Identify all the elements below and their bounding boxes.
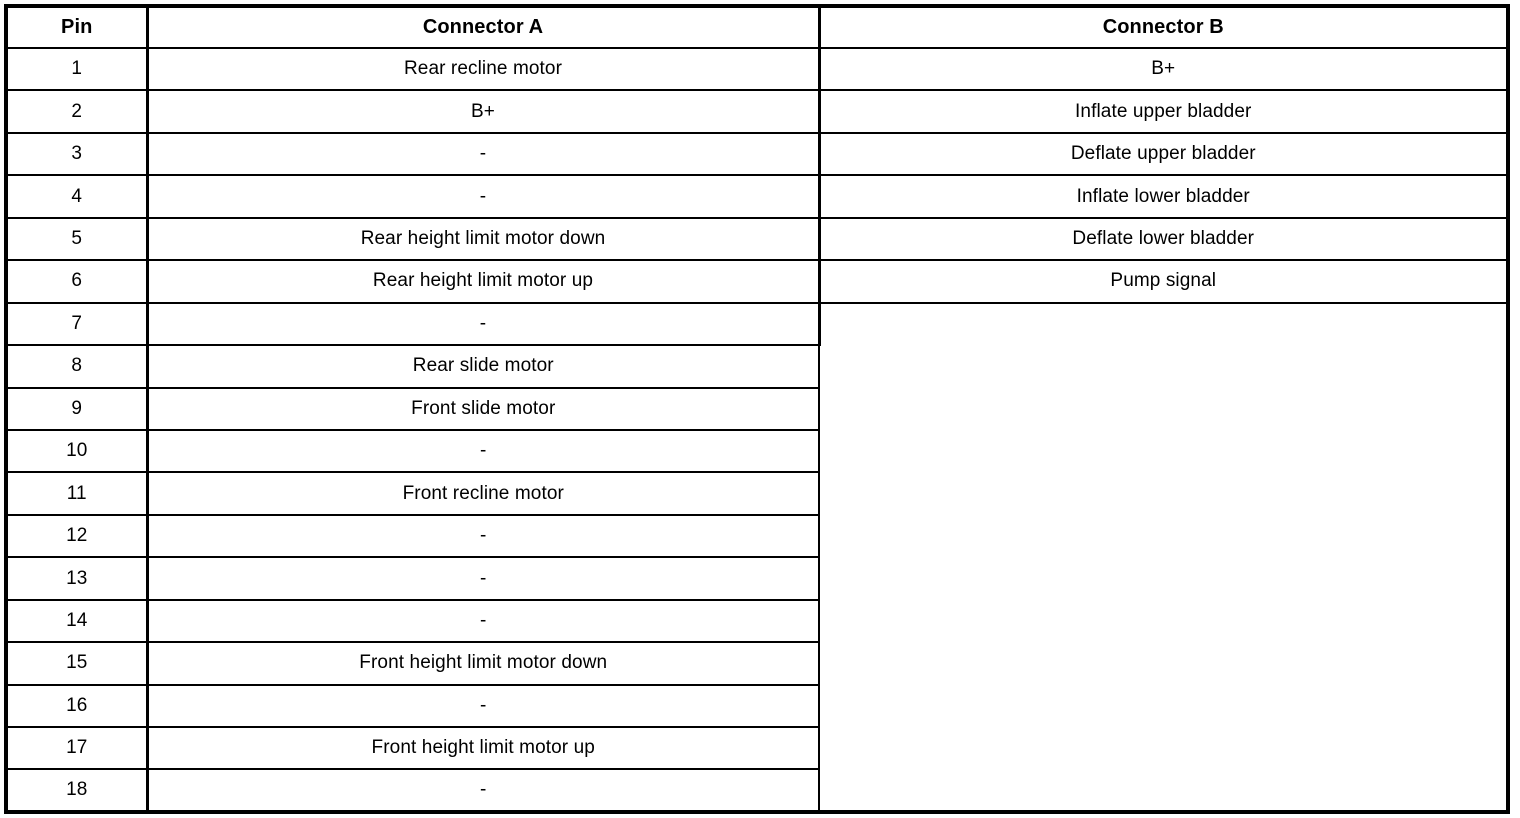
table-row: 16-	[6, 683, 1508, 729]
cell-connector-b: Pump signal	[818, 259, 1508, 304]
table-row: 7-	[6, 301, 1508, 814]
column-header-connector-b: Connector B	[818, 6, 1508, 49]
cell-pin: 15	[6, 641, 149, 686]
table-row: 10-	[6, 428, 1508, 474]
table-row: 13-	[6, 556, 1508, 601]
cell-connector-a: Front recline motor	[146, 471, 819, 516]
cell-connector-b: Inflate upper bladder	[818, 89, 1508, 134]
cell-pin: 3	[6, 131, 149, 177]
cell-pin: 7	[6, 301, 149, 347]
cell-pin: 6	[6, 259, 149, 304]
cell-pin: 5	[6, 216, 149, 262]
cell-connector-a: Front height limit motor down	[146, 641, 819, 686]
cell-connector-a: -	[146, 428, 819, 474]
cell-connector-a: -	[146, 598, 819, 644]
cell-pin: 13	[6, 556, 149, 601]
cell-pin: 1	[6, 46, 149, 92]
table-header: Pin Connector A Connector B	[6, 6, 1508, 49]
column-header-connector-a: Connector A	[146, 6, 821, 49]
cell-connector-b-empty	[818, 301, 1508, 814]
cell-connector-a: Rear recline motor	[146, 46, 821, 92]
cell-pin: 14	[6, 598, 149, 644]
table-row: 12-	[6, 513, 1508, 559]
cell-connector-a: Front slide motor	[146, 386, 819, 431]
cell-pin: 9	[6, 386, 149, 431]
cell-connector-a: -	[146, 301, 821, 347]
cell-connector-a: -	[146, 513, 819, 559]
cell-connector-a: -	[146, 683, 819, 729]
cell-connector-a: -	[146, 131, 821, 177]
cell-pin: 10	[6, 428, 149, 474]
cell-connector-b: Deflate lower bladder	[818, 216, 1508, 262]
column-header-pin: Pin	[6, 6, 149, 49]
cell-connector-a: Rear height limit motor down	[146, 216, 821, 262]
cell-pin: 2	[6, 89, 149, 134]
cell-connector-a: Front height limit motor up	[146, 725, 819, 771]
cell-connector-b: Deflate upper bladder	[818, 131, 1508, 177]
cell-pin: 8	[6, 344, 149, 389]
cell-pin: 18	[6, 768, 149, 812]
header-row: Pin Connector A Connector B	[6, 6, 1508, 49]
cell-pin: 16	[6, 683, 149, 729]
cell-pin: 17	[6, 725, 149, 771]
cell-connector-a: -	[146, 768, 819, 812]
cell-pin: 4	[6, 174, 149, 219]
cell-connector-b: B+	[818, 46, 1508, 92]
cell-connector-a: -	[146, 556, 819, 601]
cell-connector-a: Rear slide motor	[146, 344, 819, 389]
cell-connector-b: Inflate lower bladder	[818, 174, 1508, 219]
table-row: 4-Inflate lower bladder	[6, 174, 1508, 219]
table-row: 14-	[6, 598, 1508, 644]
table-row: 3-Deflate upper bladder	[6, 131, 1508, 177]
cell-pin: 12	[6, 513, 149, 559]
cell-connector-a: B+	[146, 89, 821, 134]
cell-connector-a: -	[146, 174, 821, 219]
table-row: 18-	[6, 768, 1508, 812]
cell-connector-a: Rear height limit motor up	[146, 259, 821, 304]
cell-pin: 11	[6, 471, 149, 516]
